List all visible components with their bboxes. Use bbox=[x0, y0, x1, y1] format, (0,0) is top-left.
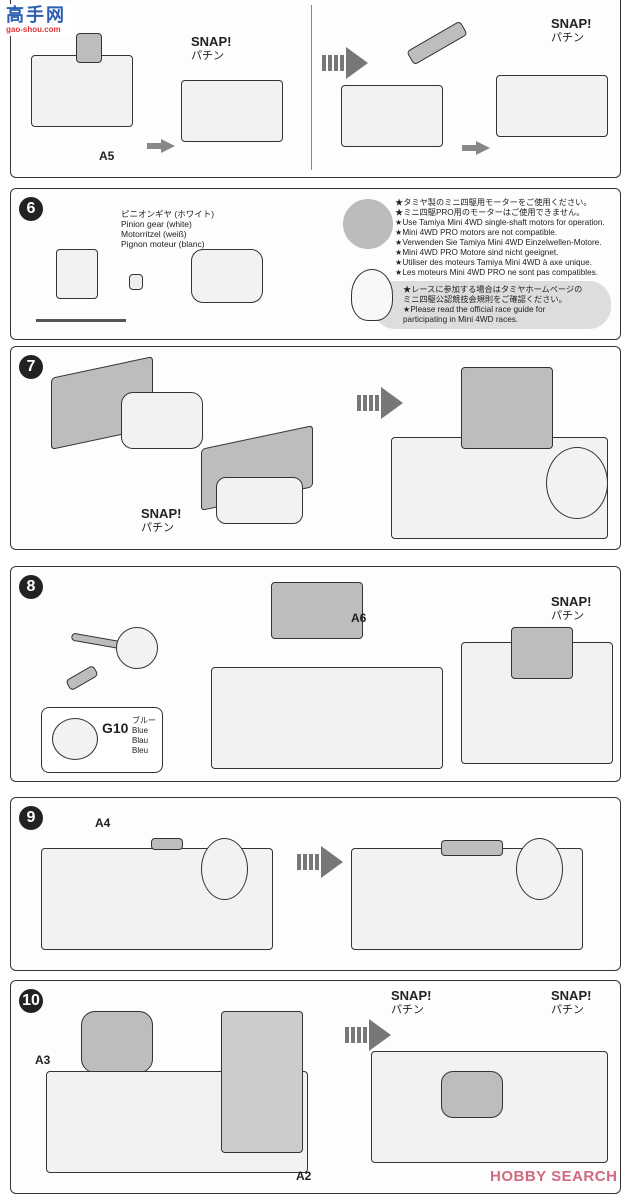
step-number: 10 bbox=[19, 989, 43, 1013]
grease-tube-illustration bbox=[65, 664, 99, 692]
step-10-panel: 10 A3 A2 SNAP!パチン SNAP!パチン bbox=[10, 980, 621, 1194]
step-number: 9 bbox=[19, 806, 43, 830]
gear-code: G10 bbox=[102, 720, 129, 736]
gear-illustration bbox=[116, 627, 158, 669]
base-line bbox=[36, 319, 126, 322]
chassis-part-illustration bbox=[181, 80, 283, 142]
snap-label: SNAP!パチン bbox=[391, 988, 432, 1017]
part-label-a2: A2 bbox=[296, 1169, 312, 1183]
big-arrow-icon bbox=[357, 387, 403, 419]
race-notes: ★レースに参加する場合はタミヤホームページのミニ四駆公認競技会規則をご確認くださ… bbox=[403, 285, 583, 324]
arrow-icon bbox=[147, 139, 175, 153]
chassis-part-illustration bbox=[341, 85, 443, 147]
part-a4-illustration bbox=[151, 838, 183, 850]
motor-illustration bbox=[216, 477, 303, 524]
part-label-a6: A6 bbox=[351, 611, 367, 625]
part-label-a4: A4 bbox=[95, 816, 111, 830]
motor-illustration bbox=[56, 249, 98, 299]
part-a2-illustration bbox=[221, 1011, 303, 1153]
snap-label: SNAP!パチン bbox=[551, 594, 592, 623]
step-number: 7 bbox=[19, 355, 43, 379]
snap-label: SNAP!パチン bbox=[141, 506, 182, 535]
wheel-illustration bbox=[201, 838, 248, 900]
part-label-a5: A5 bbox=[99, 149, 115, 163]
snap-label: SNAP!パチン bbox=[551, 988, 592, 1017]
terminal-part-illustration bbox=[406, 20, 468, 66]
wheel-illustration bbox=[546, 447, 608, 519]
motor-notes: ★タミヤ製のミニ四駆用モーターをご使用ください。★ミニ四駆PRO用のモーターはご… bbox=[395, 198, 605, 277]
wheel-illustration bbox=[516, 838, 563, 900]
pinion-label: ピニオンギヤ (ホワイト) Pinion gear (white) Motorr… bbox=[121, 209, 215, 249]
part-a3-illustration bbox=[441, 1071, 503, 1118]
divider bbox=[311, 5, 312, 170]
chassis-illustration bbox=[211, 667, 443, 769]
part-label-a3: A3 bbox=[35, 1053, 51, 1067]
step-5-panel: A5 SNAP!パチン SNAP!パチン bbox=[10, 0, 621, 178]
hobby-search-logo: HOBBY SEARCH bbox=[490, 1168, 618, 1185]
motor-illustration bbox=[121, 392, 203, 449]
terminal-part-illustration bbox=[76, 33, 102, 63]
pinion-gear-illustration bbox=[129, 274, 143, 290]
step-number: 8 bbox=[19, 575, 43, 599]
gear-g10-icon bbox=[52, 718, 98, 760]
motor-cover-illustration bbox=[461, 367, 553, 449]
chassis-part-illustration bbox=[496, 75, 608, 137]
step-6-panel: 6 ピニオンギヤ (ホワイト) Pinion gear (white) Moto… bbox=[10, 188, 621, 340]
starburst-icon bbox=[343, 199, 393, 249]
step-number: 6 bbox=[19, 197, 43, 221]
step-7-panel: 7 SNAP!パチン bbox=[10, 346, 621, 550]
snap-label: SNAP!パチン bbox=[191, 34, 232, 63]
motor-illustration bbox=[191, 249, 263, 303]
big-arrow-icon bbox=[322, 47, 368, 79]
part-a3-illustration bbox=[81, 1011, 153, 1073]
mascot-illustration bbox=[351, 269, 393, 321]
big-arrow-icon bbox=[297, 846, 343, 878]
snap-label: SNAP!パチン bbox=[551, 16, 592, 45]
gear-cover-illustration bbox=[511, 627, 573, 679]
gao-shou-logo: 高手网 gao-shou.com bbox=[4, 4, 74, 36]
chassis-part-illustration bbox=[31, 55, 133, 127]
arrow-icon bbox=[462, 141, 490, 155]
big-arrow-icon bbox=[345, 1019, 391, 1051]
gear-cover-illustration bbox=[271, 582, 363, 639]
part-a4-illustration bbox=[441, 840, 503, 856]
step-9-panel: 9 A4 bbox=[10, 797, 621, 971]
race-guide-box bbox=[373, 281, 611, 329]
